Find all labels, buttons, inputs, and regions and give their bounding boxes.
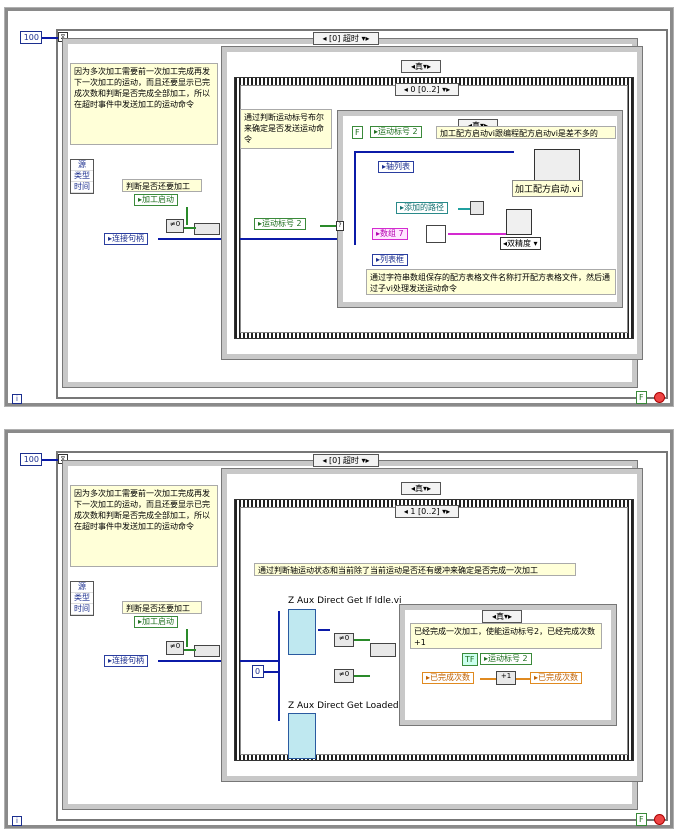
local-conn-handle-2[interactable]: ▸连接句柄 bbox=[104, 655, 149, 667]
double-type-dropdown[interactable]: ◂双精度 ▾ bbox=[500, 237, 541, 250]
not-equal-zero-node-2b: ≠0 bbox=[334, 633, 354, 647]
stop-terminal-2 bbox=[654, 814, 665, 825]
build-path-node-1 bbox=[470, 201, 484, 215]
event-selector-2[interactable]: ◂ [0] 超时 ▾▸ bbox=[313, 454, 379, 467]
local-motion-flag-2[interactable]: ▸运动标号 2 bbox=[370, 126, 422, 138]
zero-constant-2[interactable]: 0 bbox=[252, 665, 264, 678]
subvi-loaded-label: Z Aux Direct Get Loaded.vi bbox=[288, 701, 410, 711]
event-data-node-1: 源类型时间 bbox=[70, 159, 94, 194]
comment-bottom-1: 通过字符串数组保存的配方表格文件名称打开配方表格文件，然后通过子vi处理发送运动… bbox=[366, 269, 616, 295]
timeout-constant-2[interactable]: 100 bbox=[20, 453, 42, 466]
sequence-selector-1[interactable]: ◂ 0 [0..2] ▾▸ bbox=[395, 83, 459, 96]
comment-judge-1: 判断是否还要加工 bbox=[122, 179, 202, 192]
comment-flag-1: 通过判断运动标号布尔来确定是否发送运动命令 bbox=[240, 109, 332, 149]
case-terminal-1: ? bbox=[336, 221, 344, 231]
block-diagram-panel-1: 100 ⧖ ◂ [0] 超时 ▾▸ 因为多次加工需要前一次加工完成再发下一次加工… bbox=[5, 8, 673, 406]
stop-terminal-1 bbox=[654, 392, 665, 403]
comment-same-1: 加工配方启动vi跟编程配方启动vi是差不多的 bbox=[436, 126, 616, 139]
not-equal-zero-node-1: ≠0 bbox=[166, 219, 184, 233]
comment-seq-2: 通过判断轴运动状态和当前除了当前运动是否还有缓冲来确定是否完成一次加工 bbox=[254, 563, 576, 576]
comment-main-2: 因为多次加工需要前一次加工完成再发下一次加工的运动，而且还要显示已完成次数和判断… bbox=[70, 485, 218, 567]
index-array-node-1 bbox=[426, 225, 446, 243]
stop-false-const-2[interactable]: F bbox=[636, 813, 647, 826]
local-done-count-out-2[interactable]: ▸已完成次数 bbox=[530, 672, 583, 684]
local-done-count-in-2[interactable]: ▸已完成次数 bbox=[422, 672, 475, 684]
not-equal-zero-node-2: ≠0 bbox=[166, 641, 184, 655]
local-motion-flag-1[interactable]: ▸运动标号 2 bbox=[254, 218, 306, 230]
bundle-node-2 bbox=[194, 645, 220, 657]
block-diagram-panel-2: 100 ⧖ ◂ [0] 超时 ▾▸ 因为多次加工需要前一次加工完成再发下一次加工… bbox=[5, 430, 673, 828]
local-list-box-1[interactable]: ▸列表框 bbox=[372, 254, 409, 266]
local-array7-1[interactable]: ▸数组 7 bbox=[372, 228, 408, 240]
sequence-selector-2[interactable]: ◂ 1 [0..2] ▾▸ bbox=[395, 505, 459, 518]
not-equal-zero-node-2c: ≠0 bbox=[334, 669, 354, 683]
process-recipe-subvi-icon[interactable] bbox=[534, 149, 580, 183]
comment-main-1: 因为多次加工需要前一次加工完成再发下一次加工的运动，而且还要显示已完成次数和判断… bbox=[70, 63, 218, 145]
inner-case-selector-2[interactable]: ◂真▾▸ bbox=[482, 610, 522, 623]
false-constant-1[interactable]: F bbox=[352, 126, 363, 139]
local-add-path-1[interactable]: ▸添加的路径 bbox=[396, 202, 449, 214]
subvi-label-1: 加工配方启动.vi bbox=[512, 180, 583, 197]
local-motion-flag-3[interactable]: ▸运动标号 2 bbox=[480, 653, 532, 665]
outer-case-selector-2[interactable]: ◂真▾▸ bbox=[401, 482, 441, 495]
get-if-idle-subvi-icon[interactable] bbox=[288, 609, 316, 655]
info-icon-1[interactable]: i bbox=[12, 394, 22, 404]
get-loaded-subvi-icon[interactable] bbox=[288, 713, 316, 759]
true-constant-2[interactable]: TF bbox=[462, 653, 478, 666]
local-process-start-2[interactable]: ▸加工启动 bbox=[134, 616, 179, 628]
outer-case-selector-1[interactable]: ◂真▾▸ bbox=[401, 60, 441, 73]
comment-done-2: 已经完成一次加工，使能运动标号2，已经完成次数+1 bbox=[410, 623, 602, 649]
info-icon-2[interactable]: i bbox=[12, 816, 22, 826]
bundle-node-1 bbox=[194, 223, 220, 235]
stop-false-const-1[interactable]: F bbox=[636, 391, 647, 404]
local-conn-handle-1[interactable]: ▸连接句柄 bbox=[104, 233, 149, 245]
and-node-2 bbox=[370, 643, 396, 657]
subvi-idle-label: Z Aux Direct Get If Idle.vi bbox=[288, 596, 402, 606]
event-selector-1[interactable]: ◂ [0] 超时 ▾▸ bbox=[313, 32, 379, 45]
local-process-start-1[interactable]: ▸加工启动 bbox=[134, 194, 179, 206]
timeout-constant-1[interactable]: 100 bbox=[20, 31, 42, 44]
event-data-node-2: 源类型时间 bbox=[70, 581, 94, 616]
read-spreadsheet-node-1 bbox=[506, 209, 532, 235]
local-axis-list-1[interactable]: ▸轴列表 bbox=[378, 161, 415, 173]
increment-node-2: +1 bbox=[496, 671, 516, 685]
comment-judge-2: 判断是否还要加工 bbox=[122, 601, 202, 614]
